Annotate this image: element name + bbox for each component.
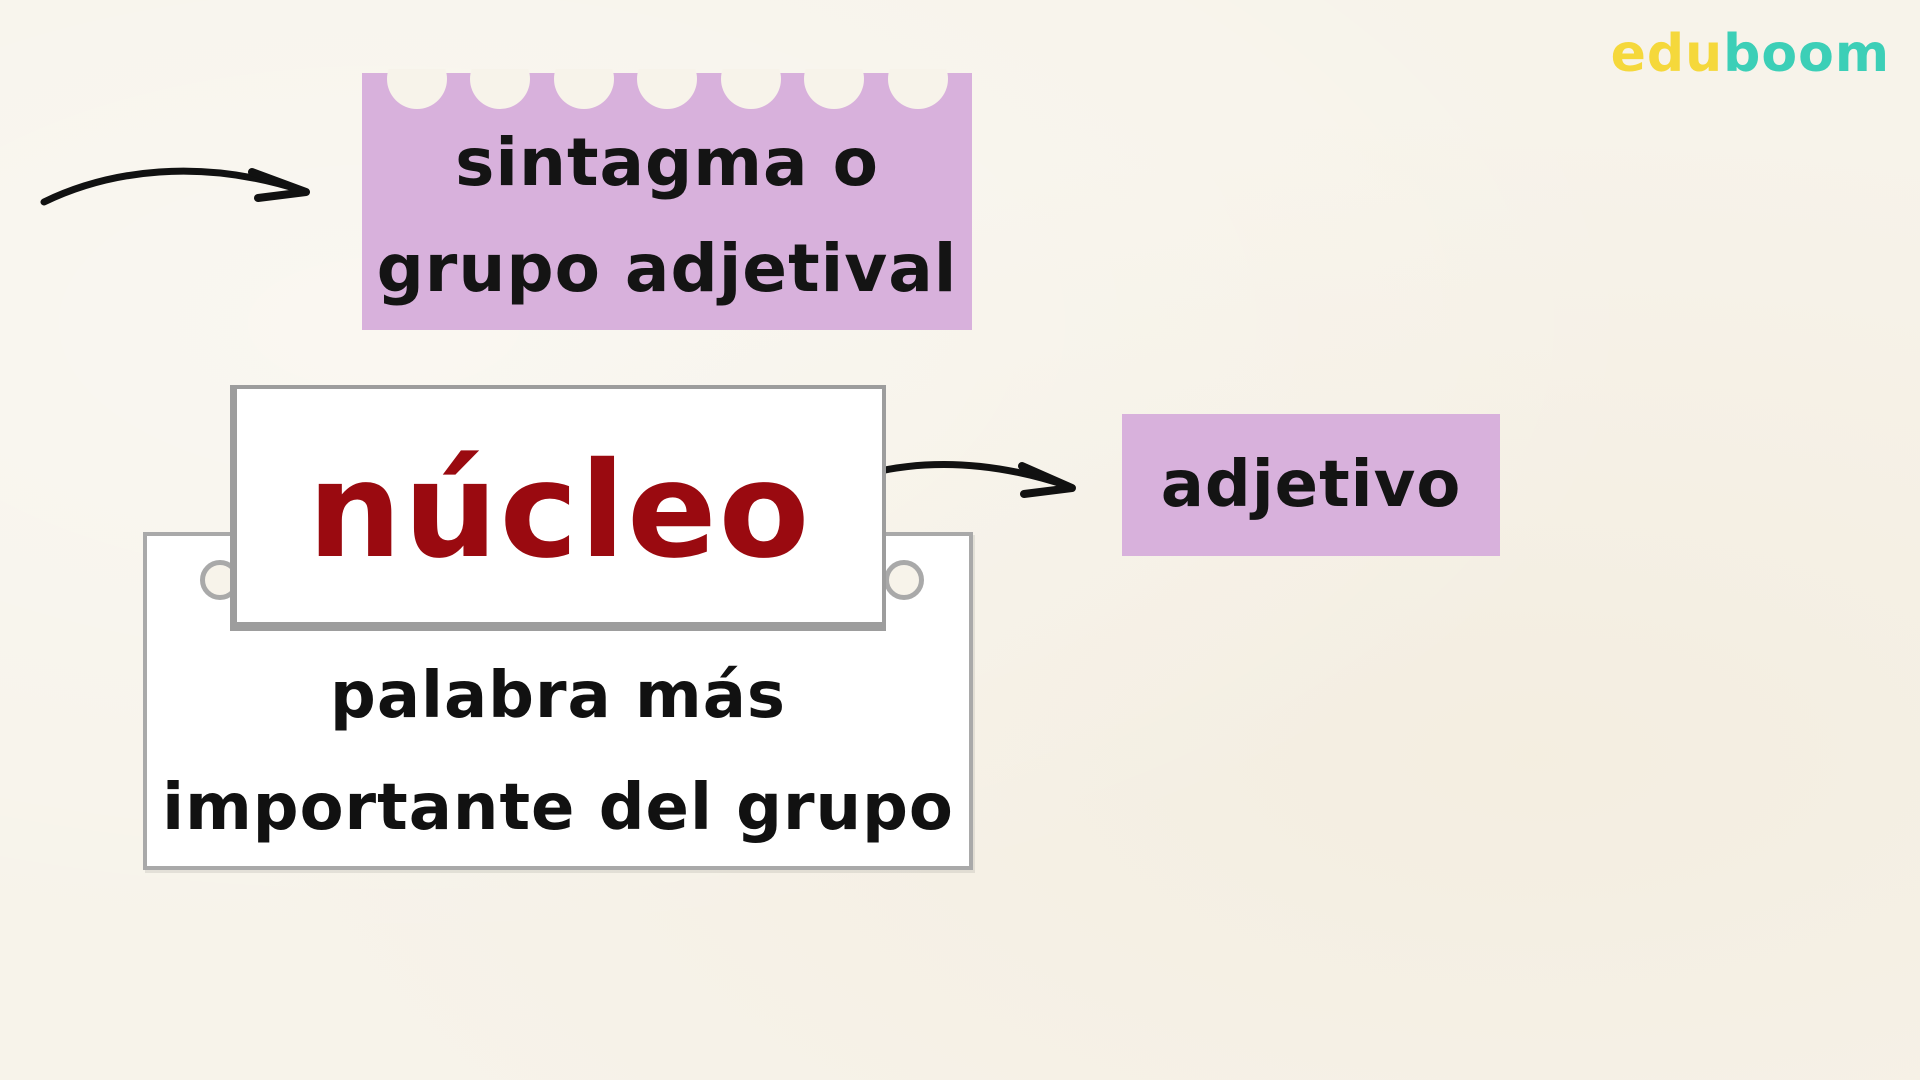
scalloped-edge	[387, 69, 948, 109]
ring-hole-right	[884, 560, 924, 600]
core-type-note: adjetivo	[1122, 414, 1500, 556]
logo-part-boom: boom	[1723, 24, 1890, 84]
phrase-type-line-2: grupo adjetival	[376, 229, 958, 307]
core-card: núcleo	[230, 385, 886, 631]
eduboom-logo: eduboom	[1611, 24, 1890, 84]
phrase-type-note: sintagma o grupo adjetival	[362, 69, 972, 330]
definition-text: palabra más importante del grupo	[147, 640, 969, 864]
logo-part-edu: edu	[1610, 24, 1724, 84]
core-title: núcleo	[307, 433, 812, 588]
core-type-label: adjetivo	[1160, 448, 1462, 522]
definition-line-2: importante del grupo	[162, 771, 954, 845]
phrase-type-line-1: sintagma o	[455, 123, 879, 201]
definition-line-1: palabra más	[330, 659, 786, 733]
arrow-right-icon	[40, 167, 310, 206]
